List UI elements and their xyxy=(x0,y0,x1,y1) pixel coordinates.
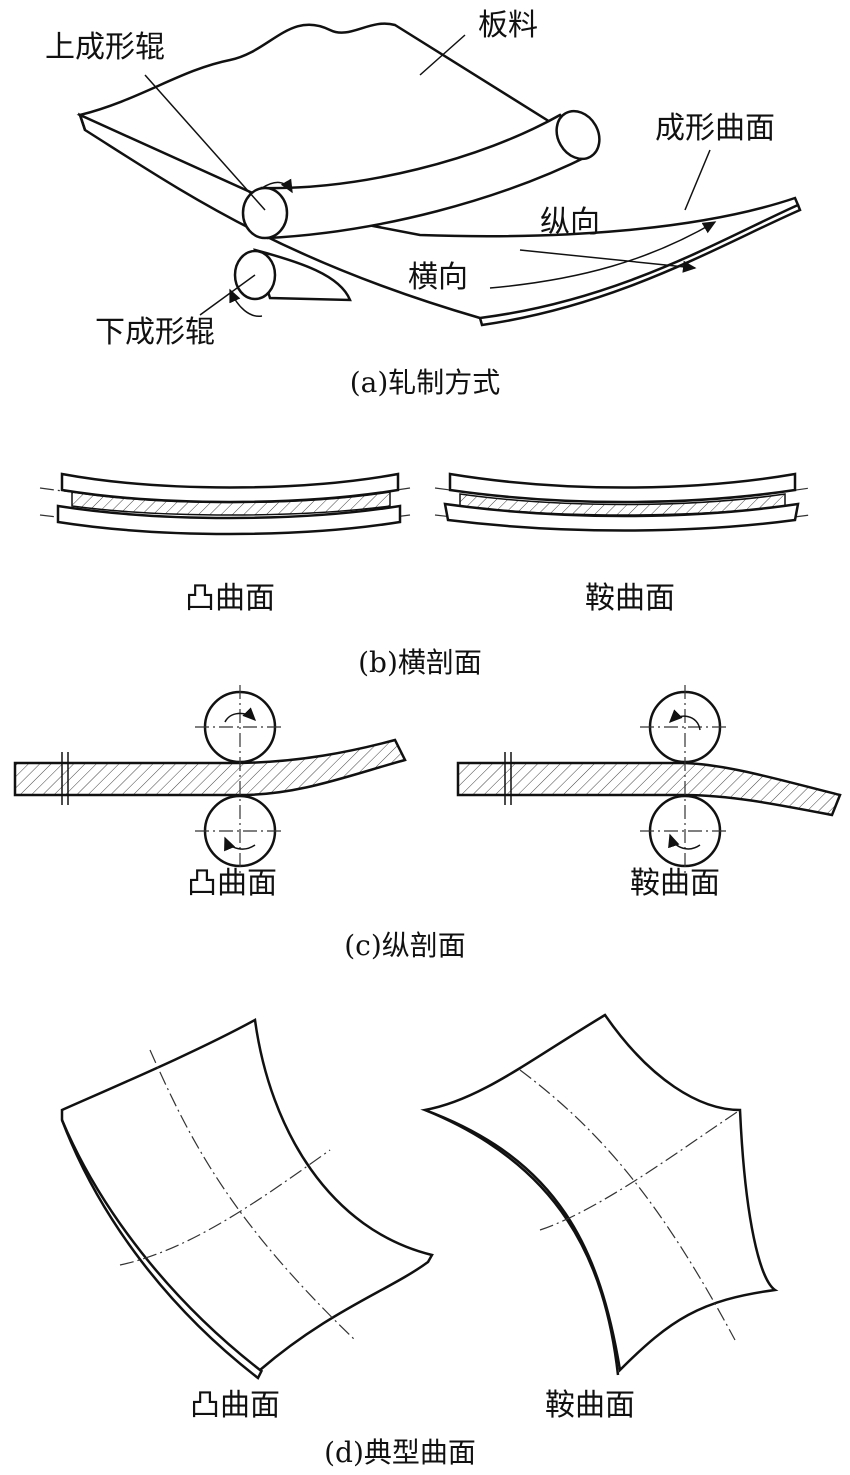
label-c-saddle: 鞍曲面 xyxy=(630,866,720,901)
formed-surface xyxy=(77,112,800,320)
transverse-sections xyxy=(39,472,811,536)
convex-surface xyxy=(60,1018,434,1372)
label-lower-roller: 下成形辊 xyxy=(95,315,215,350)
caption-b: (b)横剖面 xyxy=(358,646,482,679)
sheet-flat xyxy=(76,22,585,217)
label-d-convex: 凸曲面 xyxy=(190,1388,280,1423)
label-transverse: 横向 xyxy=(408,260,468,295)
label-d-saddle: 鞍曲面 xyxy=(545,1388,635,1423)
typical-surfaces xyxy=(60,1013,779,1380)
label-b-convex: 凸曲面 xyxy=(185,581,275,616)
caption-a: (a)轧制方式 xyxy=(350,366,501,399)
caption-c: (c)纵剖面 xyxy=(344,929,466,962)
caption-d: (d)典型曲面 xyxy=(324,1436,476,1469)
label-b-saddle: 鞍曲面 xyxy=(585,581,675,616)
rolling-method-illustration xyxy=(76,22,802,327)
label-longitudinal: 纵向 xyxy=(540,205,600,240)
label-sheet: 板料 xyxy=(478,8,538,43)
upper-roller-end xyxy=(241,186,289,240)
label-upper-roller: 上成形辊 xyxy=(45,30,165,65)
longitudinal-sections xyxy=(13,685,842,875)
label-c-convex: 凸曲面 xyxy=(187,866,277,901)
label-formed-surface: 成形曲面 xyxy=(655,111,775,146)
lower-roller-body xyxy=(253,248,352,302)
